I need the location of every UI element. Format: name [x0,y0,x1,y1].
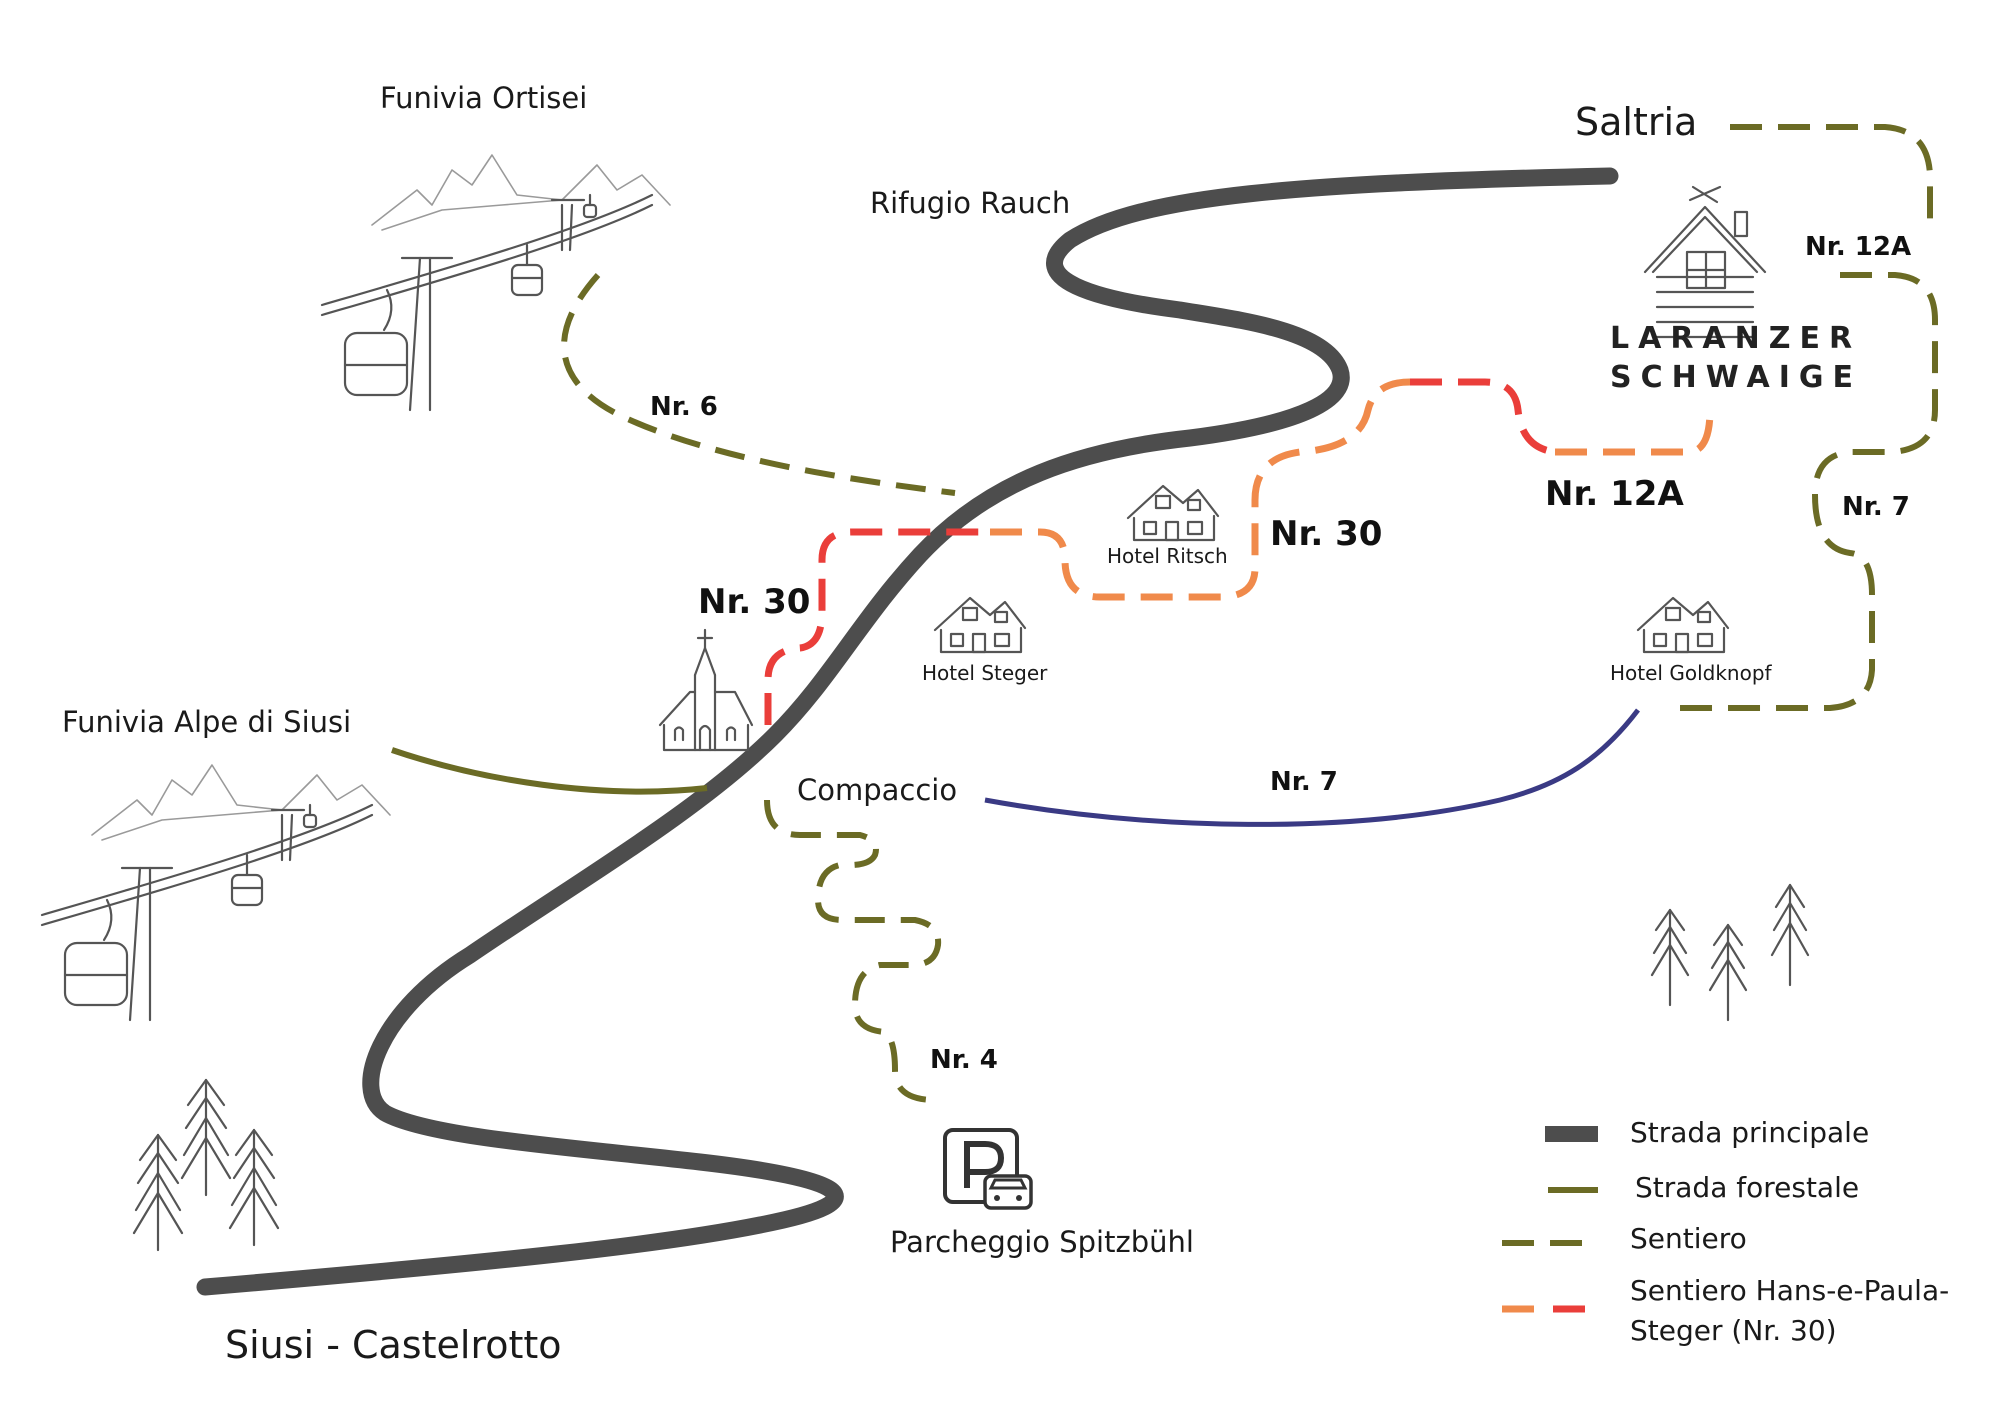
parking-icon [943,1128,1033,1210]
mountain-hut-icon [1643,185,1767,339]
brand-line1: LARANZER [1610,321,1861,356]
hotel-icon [933,596,1027,654]
label-compaccio: Compaccio [797,773,957,807]
label-siusi-castelrotto: Siusi - Castelrotto [225,1323,562,1367]
cable-car-icon [320,154,671,412]
legend-label-main-road: Strada principale [1630,1116,1869,1149]
brand-line2: SCHWAIGE [1610,360,1862,395]
label-funivia-alpe-di-siusi: Funivia Alpe di Siusi [62,705,351,739]
label-parcheggio: Parcheggio Spitzbühl [890,1225,1194,1259]
forest-road-nr7 [984,708,1640,827]
forest-road-alpe-di-siusi [391,747,708,795]
pine-trees-icon [132,1078,280,1252]
route-label-nr4: Nr. 4 [930,1045,998,1075]
hotel-icon [1636,596,1730,654]
label-hotel-goldknopf: Hotel Goldknopf [1610,661,1773,685]
label-rifugio-rauch: Rifugio Rauch [870,186,1070,220]
church-icon [658,628,754,752]
cable-car-icon [40,764,391,1022]
hotel-icon [1126,484,1220,542]
route-label-nr7-trail: Nr. 7 [1842,492,1910,522]
trail-nr4 [764,799,942,1103]
trail-nr30-red-left [764,528,990,725]
label-hotel-steger: Hotel Steger [922,661,1048,685]
legend-label-forest-road: Strada forestale [1635,1171,1859,1204]
trail-nr12a-orange [1555,409,1714,456]
trail-nr30-red-top [1410,378,1556,456]
route-label-nr6: Nr. 6 [650,392,718,422]
route-label-nr30-left: Nr. 30 [698,582,810,622]
label-funivia-ortisei: Funivia Ortisei [380,81,587,115]
trail-nr6 [561,273,956,496]
route-label-nr12a-small: Nr. 12A [1805,232,1911,262]
label-hotel-ritsch: Hotel Ritsch [1107,544,1228,568]
trail-nr12a-nr7 [1665,272,1938,711]
legend: Strada principale Strada forestale Senti… [1502,1116,1949,1347]
route-label-nr7-road: Nr. 7 [1270,767,1338,797]
label-saltria: Saltria [1575,100,1697,144]
route-label-nr30-right: Nr. 30 [1270,514,1382,554]
trail-nr30-orange-mid [990,378,1411,601]
trail-saltria [1730,124,1933,225]
legend-label-trail: Sentiero [1630,1222,1747,1255]
main-road [196,167,1619,1296]
pine-trees-icon [1650,883,1810,1022]
legend-label-trail-30-line2: Steger (Nr. 30) [1630,1314,1837,1347]
legend-label-trail-30: Sentiero Hans-e-Paula- [1630,1274,1949,1307]
route-label-nr12a-big: Nr. 12A [1545,474,1684,514]
